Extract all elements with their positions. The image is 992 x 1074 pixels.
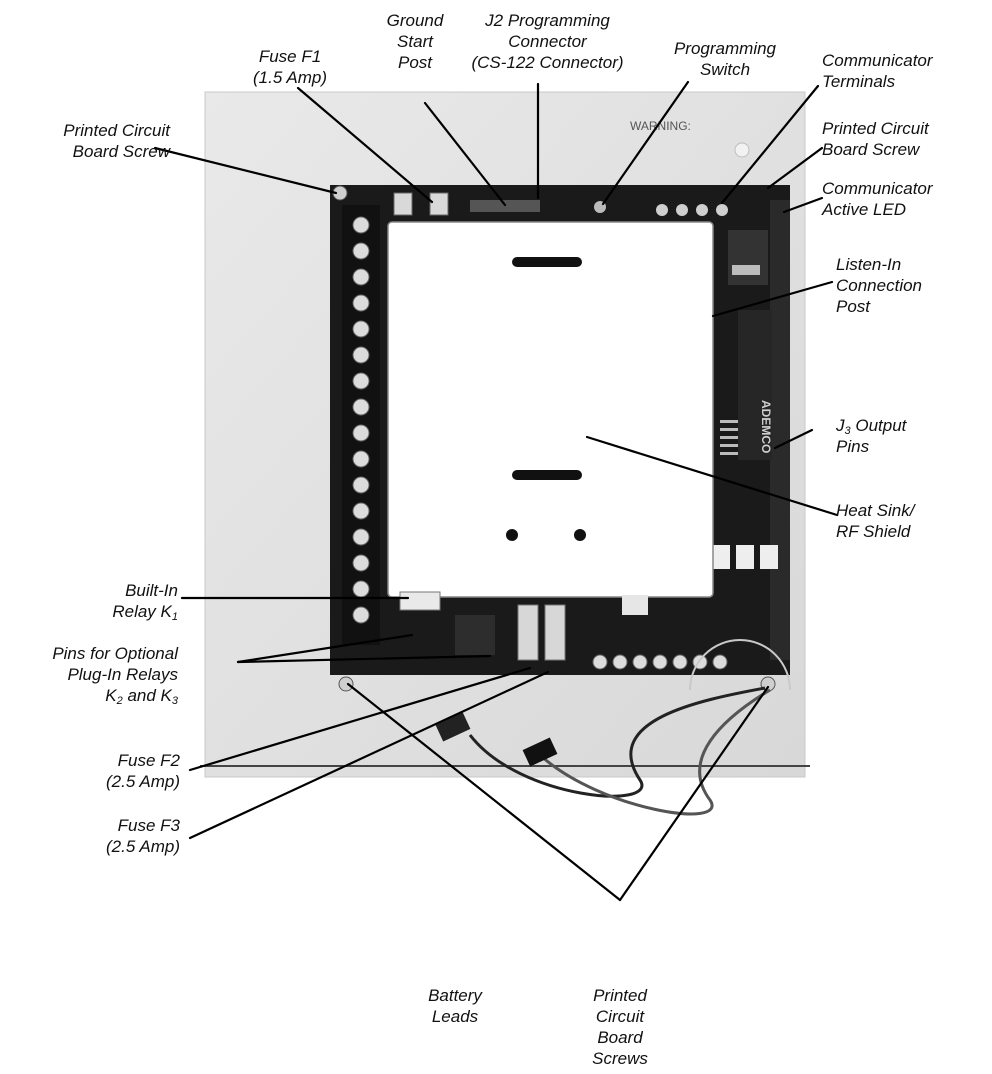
terminal-screw	[353, 607, 369, 623]
terminal-screw	[353, 529, 369, 545]
terminal-screw	[353, 295, 369, 311]
fuse-f1-part	[394, 193, 412, 215]
terminal-screw	[353, 321, 369, 337]
terminal-screw	[353, 269, 369, 285]
terminal-screw	[353, 243, 369, 259]
terminal-screw	[353, 555, 369, 571]
right-capacitor-3	[760, 545, 778, 569]
label-fuse-f3: Fuse F3 (2.5 Amp)	[40, 815, 180, 857]
white-component	[622, 595, 648, 615]
label-programming-switch: Programming Switch	[660, 38, 790, 80]
label-listen-in-connection-post: Listen-In Connection Post	[836, 254, 976, 317]
right-capacitor-2	[736, 545, 754, 569]
terminal-screw	[353, 425, 369, 441]
terminal-screw	[613, 655, 627, 669]
terminal-screw	[633, 655, 647, 669]
label-heat-sink-rf-shield: Heat Sink/ RF Shield	[836, 500, 976, 542]
terminal-screw	[353, 347, 369, 363]
terminal-screw	[353, 399, 369, 415]
label-pcb-screw-top-right: Printed Circuit Board Screw	[822, 118, 987, 160]
label-communicator-terminals: Communicator Terminals	[822, 50, 982, 92]
relay-pins-area	[455, 615, 495, 655]
shield-hole-left	[506, 529, 518, 541]
label-pcb-screws-bottom: Printed Circuit Board Screws	[570, 985, 670, 1069]
listen-in-chip	[732, 265, 760, 275]
label-communicator-active-led: Communicator Active LED	[822, 178, 982, 220]
right-capacitor-1	[712, 545, 730, 569]
heat-sink-shield	[388, 222, 713, 597]
label-ground-start-post: Ground Start Post	[360, 10, 470, 73]
communicator-chip	[728, 230, 768, 285]
label-built-in-relay: Built-In Relay K1	[40, 580, 178, 622]
label-fuse-f1: Fuse F1 (1.5 Amp)	[220, 46, 360, 88]
shield-hole-right	[574, 529, 586, 541]
terminal-screw	[593, 655, 607, 669]
pcb-screw-bottom-left	[339, 677, 353, 691]
terminal-screw	[673, 655, 687, 669]
label-j3-output-pins: J3 Output Pins	[836, 415, 976, 457]
shield-slot-bottom	[512, 470, 582, 480]
terminal-screw	[713, 655, 727, 669]
terminal-screw	[353, 503, 369, 519]
label-optional-relay-pins: Pins for Optional Plug-In Relays K2 and …	[10, 643, 178, 706]
left-terminal-strip	[342, 205, 380, 645]
label-pcb-screw-top-left: Printed Circuit Board Screw	[10, 120, 170, 162]
terminal-screw	[353, 581, 369, 597]
fuse-f1-part-b	[430, 193, 448, 215]
case-knockout	[735, 143, 749, 157]
label-fuse-f2: Fuse F2 (2.5 Amp)	[40, 750, 180, 792]
label-battery-leads: Battery Leads	[405, 985, 505, 1027]
terminal-screw	[353, 477, 369, 493]
label-j2-programming-connector: J2 Programming Connector (CS-122 Connect…	[455, 10, 640, 73]
terminal-screw	[653, 655, 667, 669]
shield-slot-top	[512, 257, 582, 267]
board-brand: ADEMCO	[759, 400, 773, 453]
terminal-screw	[353, 373, 369, 389]
relay-k1-part	[400, 592, 440, 610]
terminal-screw	[353, 217, 369, 233]
terminal-screw	[353, 451, 369, 467]
